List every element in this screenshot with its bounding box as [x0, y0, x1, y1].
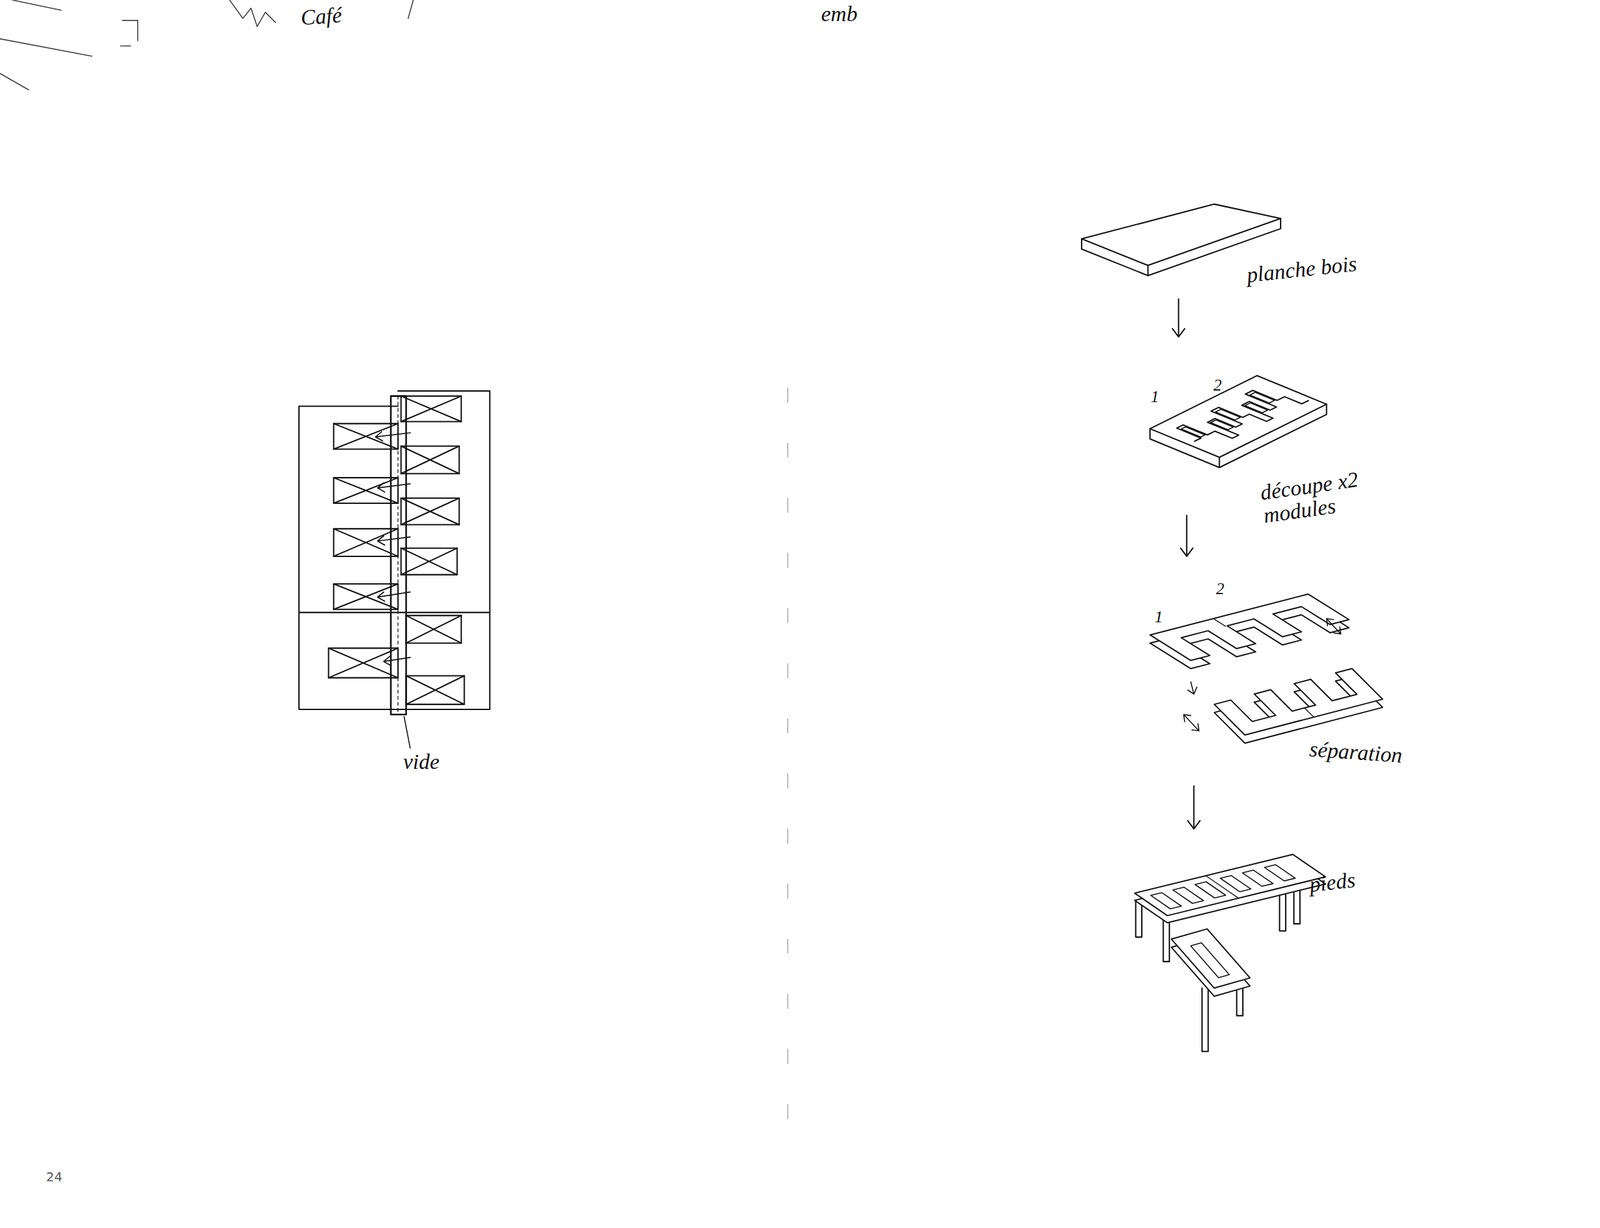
callout-number: 1 — [1154, 608, 1163, 626]
callout-number: 2 — [1216, 579, 1225, 598]
handwritten-note: emb — [821, 2, 858, 26]
callout-number: 1 — [1150, 387, 1160, 406]
handwritten-note: pieds — [1308, 868, 1357, 896]
handwritten-note: séparation — [1308, 737, 1404, 767]
page-number: 24 — [46, 1169, 63, 1184]
handwritten-note: Café — [300, 3, 344, 30]
handwritten-note: planche bois — [1245, 252, 1359, 287]
callout-number: 2 — [1213, 376, 1222, 394]
handwritten-note: découpe x2 modules — [1258, 464, 1386, 527]
handwritten-note: vide — [403, 750, 440, 774]
